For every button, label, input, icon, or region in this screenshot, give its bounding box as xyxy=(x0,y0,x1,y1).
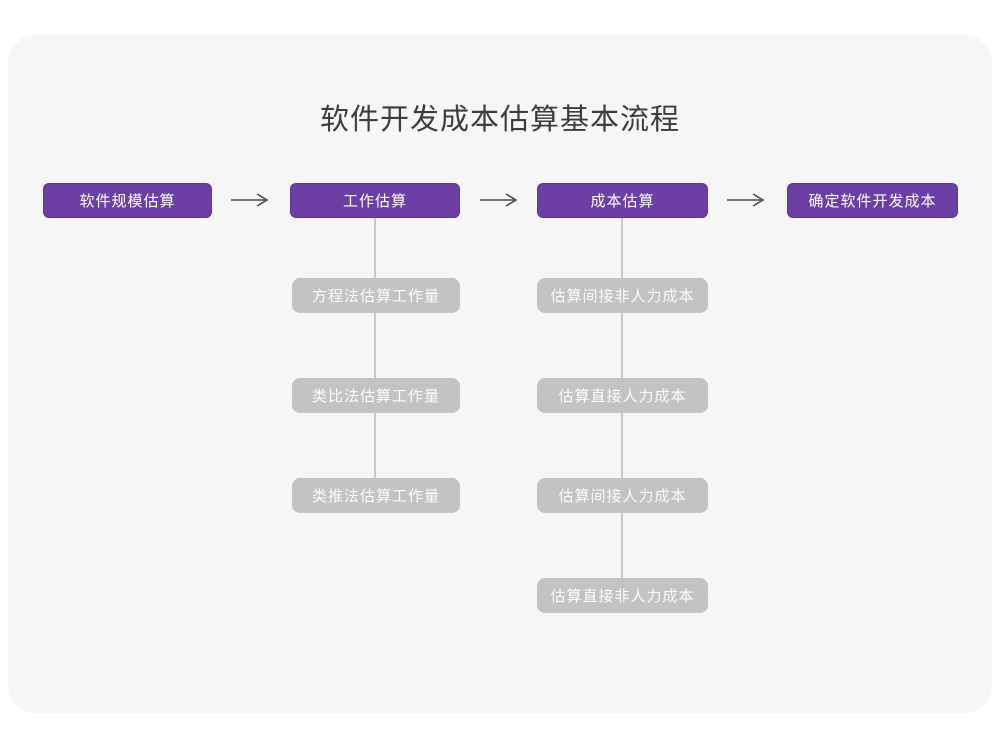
sub-node-direct-nonlabor-cost: 估算直接非人力成本 xyxy=(537,578,708,613)
diagram-title: 软件开发成本估算基本流程 xyxy=(319,104,680,136)
flow-node-determine-development-cost: 确定软件开发成本 xyxy=(787,183,958,218)
flow-node-cost-estimation: 成本估算 xyxy=(537,183,708,218)
right-arrow-icon xyxy=(231,193,269,207)
flow-node-work-estimation: 工作估算 xyxy=(290,183,460,218)
sub-node-equation-method: 方程法估算工作量 xyxy=(292,278,460,313)
sub-node-direct-labor-cost: 估算直接人力成本 xyxy=(537,378,708,413)
sub-node-extrapolation-method: 类推法估算工作量 xyxy=(292,478,460,513)
sub-node-indirect-labor-cost: 估算间接人力成本 xyxy=(537,478,708,513)
sub-node-indirect-nonlabor-cost: 估算间接非人力成本 xyxy=(537,278,708,313)
connector-line-work xyxy=(374,218,376,495)
sub-node-analogy-method: 类比法估算工作量 xyxy=(292,378,460,413)
right-arrow-icon xyxy=(727,193,765,207)
flow-node-software-scale-estimation: 软件规模估算 xyxy=(43,183,212,218)
right-arrow-icon xyxy=(480,193,518,207)
diagram-card xyxy=(8,35,992,713)
